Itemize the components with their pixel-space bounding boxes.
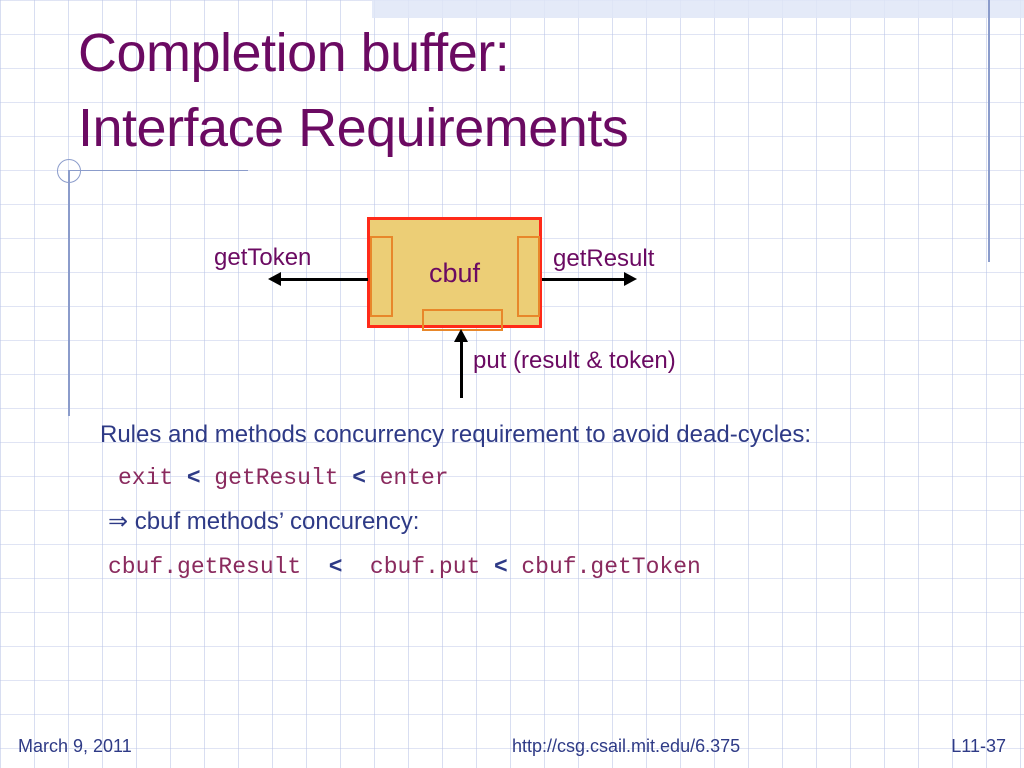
gettoken-arrow-head	[268, 272, 281, 286]
intro-text: Rules and methods concurrency requiremen…	[100, 421, 812, 448]
getresult-label: getResult	[553, 245, 655, 272]
implies-text: ⇒ cbuf methods’ concurency:	[108, 508, 420, 536]
concurrency-ordering-line: cbuf.getResult < cbuf.put < cbuf.getToke…	[108, 552, 930, 580]
rule-ordering-line: exit < getResult < enter	[118, 463, 930, 491]
rule-term-getresult: getResult	[214, 465, 339, 492]
gettoken-arrow-line	[280, 278, 368, 281]
decorative-circle-icon	[57, 159, 81, 183]
conc-term-gettoken: cbuf.getToken	[521, 554, 701, 581]
rule-term-exit: exit	[118, 465, 174, 492]
cbuf-module-label: cbuf	[428, 258, 481, 288]
body-content: Rules and methods concurrency requiremen…	[100, 420, 930, 580]
put-label: put (result & token)	[473, 347, 676, 374]
top-decoration-band	[372, 0, 1024, 18]
conc-op-2: <	[494, 552, 508, 579]
conc-op-1: <	[328, 552, 343, 579]
cbuf-module-box	[367, 217, 542, 328]
getresult-arrow-head	[624, 272, 637, 286]
gettoken-label: getToken	[214, 244, 312, 271]
title-underline-rule	[68, 170, 248, 171]
footer-url[interactable]: http://csg.csail.mit.edu/6.375	[512, 736, 741, 756]
cbuf-port-bottom	[422, 309, 503, 331]
conc-term-getresult: cbuf.getResult	[108, 554, 302, 581]
put-arrow-line	[460, 342, 463, 398]
conc-term-put: cbuf.put	[369, 554, 481, 581]
right-vertical-rule	[988, 0, 990, 262]
rule-op-2: <	[352, 463, 366, 490]
rule-op-1: <	[187, 463, 201, 490]
put-arrow-head	[454, 329, 468, 342]
footer-page-number: L11-37	[951, 736, 1006, 756]
slide-footer: March 9, 2011 http://csg.csail.mit.edu/6…	[0, 736, 1024, 764]
cbuf-port-left	[370, 236, 393, 317]
left-vertical-rule	[68, 170, 70, 416]
page-title: Completion buffer: Interface Requirement…	[78, 23, 629, 158]
rule-term-enter: enter	[379, 465, 449, 492]
cbuf-port-right	[517, 236, 540, 317]
footer-date: March 9, 2011	[18, 736, 132, 756]
getresult-arrow-line	[542, 278, 626, 281]
